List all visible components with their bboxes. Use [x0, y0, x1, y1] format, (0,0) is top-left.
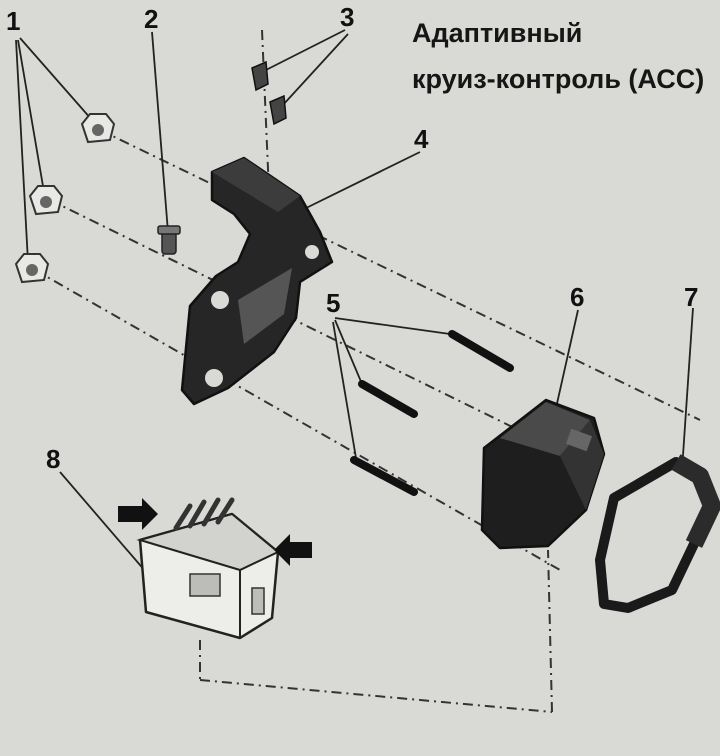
leader-3-a — [261, 29, 346, 73]
callout-2: 2 — [144, 4, 159, 34]
part-8-connector — [136, 497, 280, 640]
bolt-5-upper — [448, 330, 514, 372]
axis-line-upper — [99, 129, 701, 421]
title-line-1: Адаптивный — [412, 18, 583, 48]
title-line-2: круиз-контроль (АСС) — [412, 64, 705, 94]
part-1-nuts — [14, 113, 116, 284]
leader-5-c — [332, 321, 357, 459]
callout-7: 7 — [684, 282, 699, 312]
callout-1: 1 — [6, 6, 21, 36]
screw-3-upper — [251, 60, 269, 92]
leader-4 — [297, 151, 421, 213]
nut-lower — [14, 253, 50, 284]
axis-line-lower — [34, 269, 561, 571]
leader-6 — [555, 309, 579, 409]
leader-lines — [15, 29, 694, 573]
part-3-screws — [251, 60, 287, 126]
leader-8 — [59, 471, 147, 573]
leader-3-b — [281, 33, 349, 107]
bolt-5-middle — [358, 380, 418, 418]
axis-line-middle — [49, 199, 601, 471]
part-4-bracket — [180, 156, 334, 406]
axis-line-connector-loop-bottom — [199, 679, 553, 713]
leader-1-a — [19, 37, 93, 121]
arrow-right-release — [274, 534, 312, 566]
part-7-frame — [595, 454, 720, 613]
part-5-bolts — [350, 330, 514, 496]
nut-upper — [80, 113, 116, 144]
leader-1-b — [17, 39, 45, 193]
leader-5-a — [334, 317, 451, 335]
callout-5: 5 — [326, 288, 341, 318]
leader-5-b — [334, 319, 363, 385]
axis-line-connector-loop-right — [547, 549, 553, 713]
callout-6: 6 — [570, 282, 585, 312]
nut-middle — [28, 185, 64, 216]
leader-2 — [151, 31, 169, 233]
part-2-screw — [157, 225, 181, 255]
callout-8: 8 — [46, 444, 61, 474]
arrow-left-release — [118, 498, 158, 530]
leader-1-c — [15, 39, 29, 263]
callout-3: 3 — [340, 2, 355, 32]
leader-7 — [681, 307, 694, 471]
callout-4: 4 — [414, 124, 429, 154]
connector-wires — [173, 497, 235, 531]
part-6-sensor-unit — [480, 398, 606, 550]
screw-3-lower — [269, 94, 287, 126]
bolt-5-lower — [350, 456, 418, 496]
release-arrows — [118, 498, 312, 566]
assembly-axis-lines — [34, 29, 701, 713]
